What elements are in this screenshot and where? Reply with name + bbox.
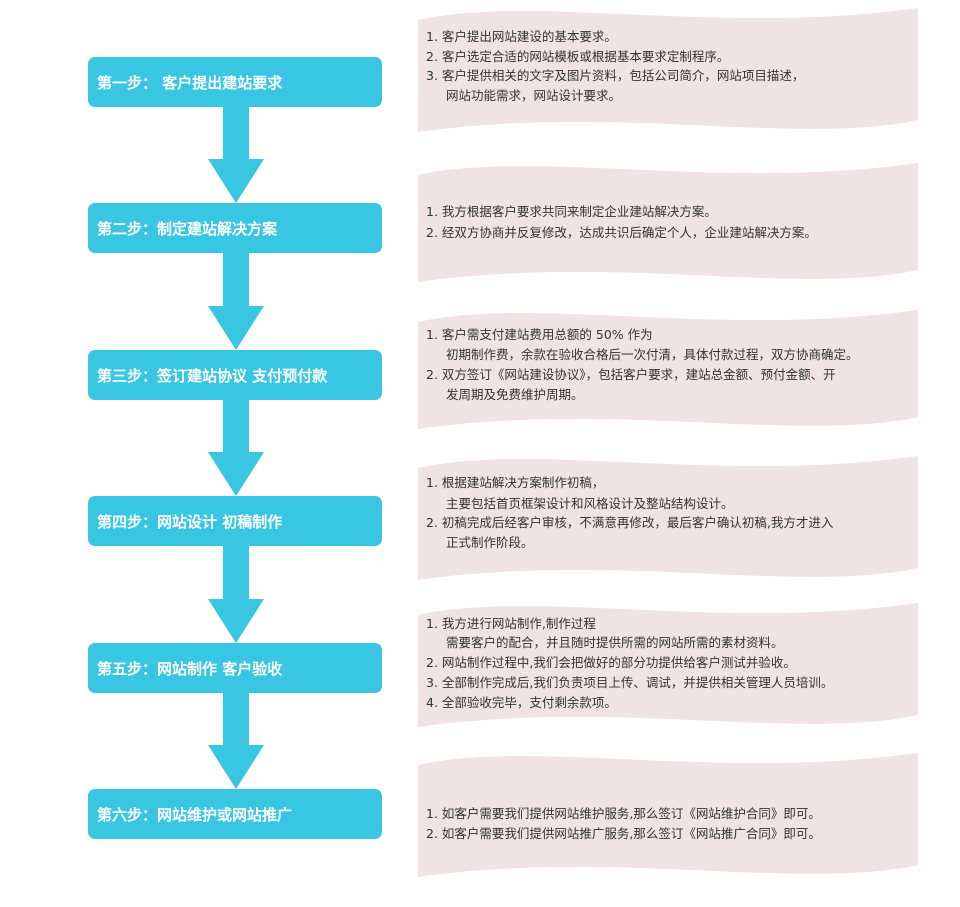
description-line: 需要客户的配合，并且随时提供所需的网站所需的素材资料。 xyxy=(446,635,784,650)
step-label: 第三步：签订建站协议 支付预付款 xyxy=(97,366,328,385)
step-box-2: 第二步：制定建站解决方案 xyxy=(88,203,382,253)
description-panel-5 xyxy=(418,603,918,727)
description-panel-6 xyxy=(418,753,918,877)
description-panel-3 xyxy=(418,310,918,429)
description-line: 2. 双方签订《网站建设协议》，包括客户要求，建站总金额、预付金额、开 xyxy=(426,367,836,382)
description-line: 2. 网站制作过程中,我们会把做好的部分功提供给客户测试并验收。 xyxy=(426,655,796,670)
description-line: 3. 客户提供相关的文字及图片资料，包括公司简介，网站项目描述， xyxy=(426,68,805,83)
description-line: 网站功能需求，网站设计要求。 xyxy=(446,88,622,103)
step-label: 第二步：制定建站解决方案 xyxy=(97,219,278,238)
step-label: 第四步：网站设计 初稿制作 xyxy=(97,512,283,531)
step-label: 第六步：网站维护或网站推广 xyxy=(97,805,293,824)
description-line: 3. 全部制作完成后,我们负责项目上传、调试，并提供相关管理人员培训。 xyxy=(426,675,834,690)
description-line: 1. 客户需支付建站费用总额的 50% 作为 xyxy=(426,327,653,342)
description-line: 1. 根据建站解决方案制作初稿， xyxy=(426,475,605,490)
description-panel-2 xyxy=(418,163,918,282)
description-line: 初期制作费，余款在验收合格后一次付清，具体付款过程，双方协商确定。 xyxy=(446,347,859,362)
step-box-6: 第六步：网站维护或网站推广 xyxy=(88,789,382,839)
description-panel-1 xyxy=(418,8,918,132)
step-box-5: 第五步：网站制作 客户验收 xyxy=(88,643,382,693)
description-panel-4 xyxy=(418,456,918,580)
down-arrow-2 xyxy=(208,253,264,350)
description-line: 4. 全部验收完毕，支付剩余款项。 xyxy=(426,695,617,710)
description-line: 2. 客户选定合适的网站模板或根据基本要求定制程序。 xyxy=(426,49,730,64)
down-arrow-4 xyxy=(208,546,264,643)
description-line: 1. 我方进行网站制作,制作过程 xyxy=(426,616,596,631)
description-line: 1. 我方根据客户要求共同来制定企业建站解决方案。 xyxy=(426,204,717,219)
description-line: 主要包括首页框架设计和风格设计及整站结构设计。 xyxy=(446,496,734,511)
description-line: 正式制作阶段。 xyxy=(446,535,534,550)
description-line: 2. 经双方协商并反复修改，达成共识后确定个人，企业建站解决方案。 xyxy=(426,225,817,240)
description-line: 1. 如客户需要我们提供网站维护服务,那么签订《网站维护合同》即可。 xyxy=(426,806,821,821)
step-label: 第一步： 客户提出建站要求 xyxy=(97,73,283,92)
down-arrow-3 xyxy=(208,400,264,496)
description-line: 2. 初稿完成后经客户审核，不满意再修改，最后客户确认初稿,我方才进入 xyxy=(426,515,834,530)
down-arrow-1 xyxy=(208,107,264,203)
description-line: 发周期及免费维护周期。 xyxy=(446,387,584,402)
step-box-3: 第三步：签订建站协议 支付预付款 xyxy=(88,350,382,400)
down-arrow-5 xyxy=(208,693,264,789)
description-line: 1. 客户提出网站建设的基本要求。 xyxy=(426,29,617,44)
step-label: 第五步：网站制作 客户验收 xyxy=(97,659,283,678)
step-box-4: 第四步：网站设计 初稿制作 xyxy=(88,496,382,546)
description-line: 2. 如客户需要我们提供网站推广服务,那么签订《网站推广合同》即可。 xyxy=(426,826,821,841)
step-box-1: 第一步： 客户提出建站要求 xyxy=(88,57,382,107)
